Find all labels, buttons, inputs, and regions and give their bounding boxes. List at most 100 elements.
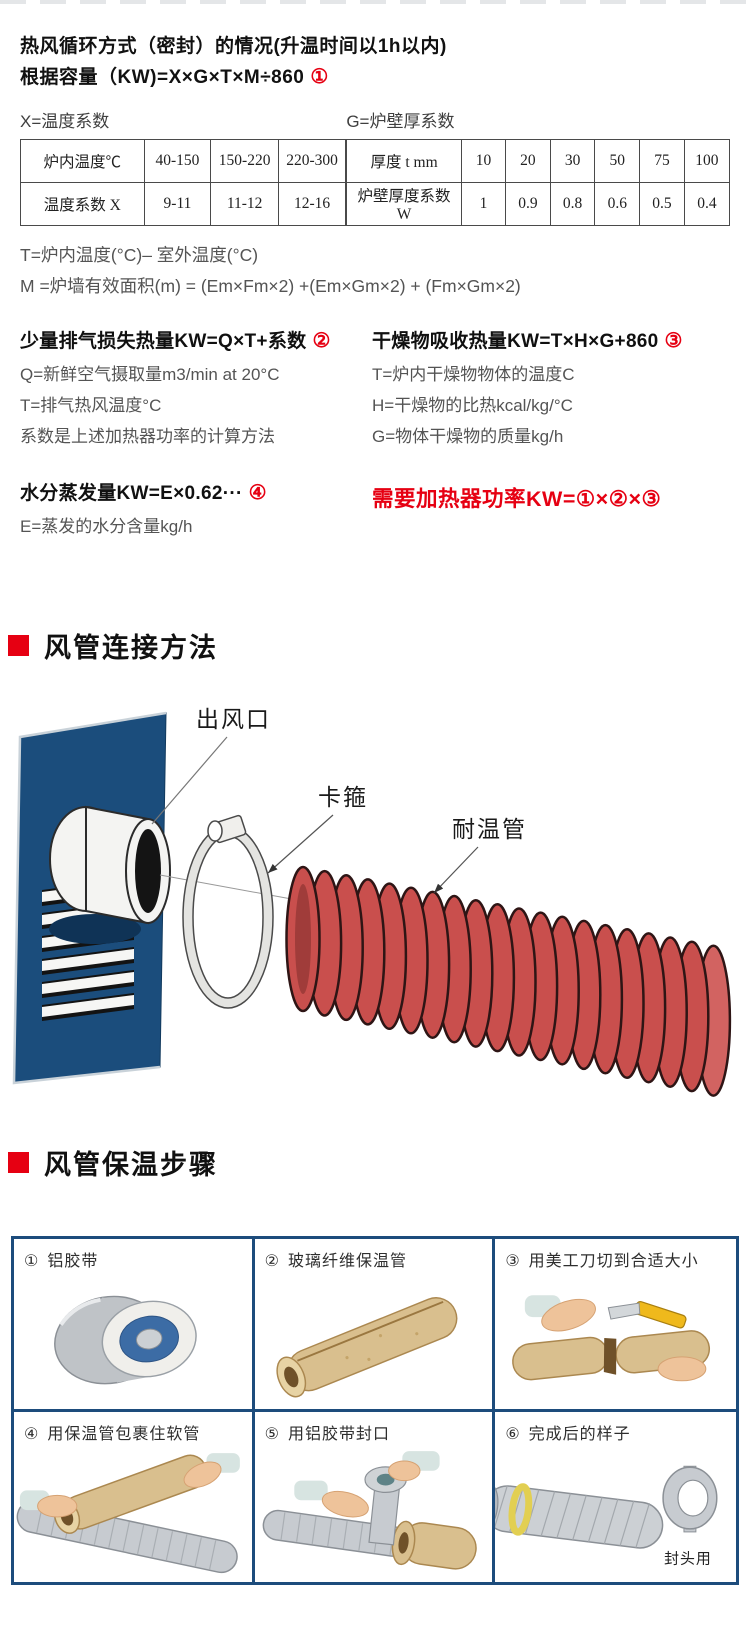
table-cell: 10	[460, 139, 507, 183]
table-cell: 厚度 t mm	[346, 139, 462, 183]
hose-clamp	[182, 814, 274, 1009]
tape-roll-core	[376, 1473, 395, 1486]
top-table-edge	[0, 0, 750, 4]
step6-header: ⑥ 完成后的样子	[495, 1412, 736, 1446]
table-cell: 0.9	[505, 182, 551, 226]
step5-header: ⑤ 用铝胶带封口	[255, 1412, 493, 1446]
table-row: 温度系数 X 9-11 11-12 12-16	[20, 182, 347, 226]
clamp-label: 卡箍	[318, 784, 368, 810]
drying-line: H=干燥物的比热kcal/kg/°C	[372, 396, 573, 415]
hand-shape	[37, 1494, 78, 1518]
table-cell: 0.8	[549, 182, 596, 226]
step5-number: ⑤	[264, 1426, 280, 1443]
finished-pipe-icon: 封头用	[495, 1465, 718, 1568]
table-cell: 0.5	[639, 182, 685, 226]
corrugated-pipe	[285, 865, 732, 1097]
table-cell: 炉壁厚度系数 W	[346, 182, 462, 226]
intro-block: 热风循环方式（密封）的情况(升温时间以1h以内) 根据容量（KW)=X×G×T×…	[20, 32, 750, 93]
table-cell: 50	[594, 139, 641, 183]
x-table-block: X=温度系数 炉内温度℃ 40-150 150-220 220-300 温度系数…	[20, 107, 347, 226]
evaporation-line: E=蒸发的水分含量kg/h	[20, 517, 193, 536]
t-formula: T=炉内温度(°C)– 室外温度(°C)	[20, 245, 259, 265]
table-cell: 温度系数 X	[20, 182, 145, 226]
outlet-label: 出风口	[196, 706, 271, 732]
g-table-title: G=炉壁厚系数	[346, 112, 455, 131]
hand-shape	[183, 1461, 222, 1488]
section-title-insulation: 风管保温步骤	[44, 1150, 218, 1180]
red-square-bullet	[8, 635, 29, 656]
table-cell: 0.6	[594, 182, 641, 226]
utility-knife-icon	[608, 1301, 687, 1329]
step-cell-4: ④ 用保温管包裹住软管	[14, 1412, 255, 1582]
circled-2-badge: ②	[312, 330, 331, 352]
outlet-leader-line	[151, 736, 228, 825]
table-cell: 1	[460, 182, 507, 226]
tape-strip	[368, 1484, 400, 1546]
connection-illustration: 出风口 卡箍 耐温管	[12, 706, 732, 1097]
step1-number: ①	[24, 1253, 40, 1270]
hand-shape	[657, 1356, 707, 1382]
hand-shape	[321, 1490, 369, 1518]
step4-number: ④	[24, 1426, 40, 1443]
pipe-label: 耐温管	[452, 816, 527, 842]
step4-label: 用保温管包裹住软管	[47, 1426, 201, 1443]
circled-1-badge: ①	[310, 66, 329, 88]
table-cell: 100	[683, 139, 731, 183]
required-heater-power: 需要加热器功率KW=①×②×③	[372, 487, 662, 511]
evaporation-block: 水分蒸发量KW=E×0.62···④ E=蒸发的水分含量kg/h	[20, 478, 372, 542]
tm-formula-lines: T=炉内温度(°C)– 室外温度(°C) M =炉墙有效面积(m) = (Em×…	[20, 240, 730, 302]
diagram-labels: 出风口 卡箍 耐温管	[151, 706, 527, 894]
hand-shape	[387, 1460, 421, 1482]
table-row: 炉壁厚度系数 W 1 0.9 0.8 0.6 0.5 0.4	[346, 182, 731, 226]
drying-line: T=炉内干燥物物体的温度C	[372, 365, 575, 384]
step3-image	[495, 1273, 736, 1409]
step2-label: 玻璃纤维保温管	[288, 1253, 408, 1270]
table-cell: 220-300	[277, 139, 347, 183]
step1-image	[14, 1273, 252, 1409]
table-cell: 11-12	[210, 182, 279, 226]
drying-line: G=物体干燥物的质量kg/h	[372, 427, 564, 446]
aluminum-tape-roll-icon	[54, 1295, 197, 1385]
duct-connection-diagram: 出风口 卡箍 耐温管	[0, 679, 750, 1099]
step5-image	[255, 1446, 493, 1582]
red-square-bullet	[8, 1152, 29, 1173]
air-outlet	[49, 805, 171, 944]
step6-number: ⑥	[505, 1426, 521, 1443]
evaporation-row: 水分蒸发量KW=E×0.62···④ E=蒸发的水分含量kg/h 需要加热器功率…	[20, 478, 730, 542]
wrapping-hose-icon	[16, 1453, 240, 1574]
table-cell: 40-150	[143, 139, 212, 183]
step3-label: 用美工刀切到合适大小	[528, 1253, 699, 1270]
circled-3-badge: ③	[664, 330, 683, 352]
m-formula: M =炉墙有效面积(m) = (Em×Fm×2) +(Em×Gm×2) + (F…	[20, 276, 521, 296]
step5-label: 用铝胶带封口	[288, 1426, 391, 1443]
table-cell: 150-220	[210, 139, 279, 183]
circled-4-badge: ④	[248, 482, 267, 504]
capacity-formula: 根据容量（KW)=X×G×T×M÷860	[20, 67, 305, 88]
g-table-block: G=炉壁厚系数 厚度 t mm 10 20 30 50 75 100 炉壁厚度系…	[346, 107, 731, 226]
power-summary-block: 需要加热器功率KW=①×②×③	[372, 478, 730, 542]
table-cell: 30	[549, 139, 596, 183]
flange-label: 封头用	[664, 1551, 712, 1568]
step4-image	[14, 1446, 252, 1582]
step6-label: 完成后的样子	[528, 1426, 631, 1443]
fiberglass-tube-icon	[276, 1297, 458, 1398]
clamp-leader-line	[267, 814, 334, 874]
wall-thickness-table: 厚度 t mm 10 20 30 50 75 100 炉壁厚度系数 W 1 0.…	[346, 139, 731, 226]
step6-image: 封头用	[495, 1446, 736, 1582]
hand-shape	[541, 1298, 597, 1332]
table-cell: 9-11	[143, 182, 212, 226]
utility-knife-cutting-icon	[512, 1295, 711, 1382]
step-cell-5: ⑤ 用铝胶带封口	[254, 1412, 496, 1582]
pipe-leader-line	[433, 846, 479, 894]
taping-seal-icon	[262, 1451, 477, 1570]
